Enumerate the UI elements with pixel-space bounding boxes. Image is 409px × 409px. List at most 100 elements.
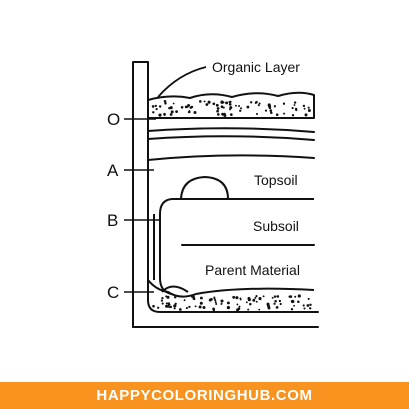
dome <box>180 176 229 200</box>
stipple-dot <box>173 307 176 310</box>
stipple-dot <box>228 100 231 104</box>
organic-layer-dots <box>151 100 311 118</box>
stipple-dot <box>297 294 301 298</box>
stipple-dot <box>258 102 261 105</box>
stipple-dot <box>270 111 273 114</box>
stipple-dot <box>268 106 272 110</box>
stipple-dot <box>214 299 217 302</box>
layer-boundaries <box>147 127 315 246</box>
stipple-dot <box>212 308 216 312</box>
stipple-dot <box>220 100 224 104</box>
stipple-dot <box>255 295 258 298</box>
stipple-dot <box>274 300 277 303</box>
layer-labels: Topsoil Subsoil Parent Material <box>205 172 300 278</box>
stipple-dot <box>247 298 251 302</box>
parent-material-dots <box>152 294 312 312</box>
horizon-markers <box>124 118 160 293</box>
a-horizon-line <box>147 135 315 141</box>
stipple-dot <box>225 101 229 105</box>
stipple-dot <box>234 104 237 107</box>
stipple-dot <box>250 101 253 104</box>
stipple-dot <box>180 106 184 109</box>
stipple-dot <box>258 297 262 301</box>
stipple-dot <box>185 307 188 310</box>
stipple-dot <box>271 296 274 299</box>
organic-layer <box>147 91 315 119</box>
stipple-dot <box>232 295 236 299</box>
stipple-dot <box>187 110 191 114</box>
stipple-dot <box>307 106 310 109</box>
stipple-dot <box>279 302 282 306</box>
stipple-dot <box>303 307 306 310</box>
stipple-dot <box>255 112 259 116</box>
stipple-dot <box>221 112 225 116</box>
stipple-dot <box>307 297 310 300</box>
stipple-dot <box>215 103 219 107</box>
stipple-dot <box>220 302 223 305</box>
stipple-dot <box>273 105 277 108</box>
stipple-dot <box>216 107 220 110</box>
stipple-dot <box>293 104 296 106</box>
stipple-dot <box>166 295 170 299</box>
horizon-c-label: C <box>107 283 119 302</box>
organic-callout-line <box>157 66 207 98</box>
stipple-dot <box>297 300 300 304</box>
parent-band-outline <box>147 279 315 298</box>
horizon-b-label: B <box>107 211 118 230</box>
stipple-dot <box>247 308 250 311</box>
stipple-dot <box>214 301 217 304</box>
stipple-dot <box>303 107 306 110</box>
stipple-dot <box>178 308 182 311</box>
stipple-dot <box>194 305 197 308</box>
stipple-dot <box>235 296 239 300</box>
stipple-dot <box>282 102 286 105</box>
stipple-dot <box>237 104 241 108</box>
stipple-dot <box>278 299 282 303</box>
stipple-dot <box>198 100 202 103</box>
stipple-dot <box>188 305 191 309</box>
stipple-dot <box>158 113 162 117</box>
stipple-dot <box>273 302 276 305</box>
stipple-dot <box>239 109 242 112</box>
stipple-dot <box>158 105 162 108</box>
stipple-dot <box>216 109 219 113</box>
stipple-dot <box>262 295 265 298</box>
stipple-dot <box>273 295 277 298</box>
stipple-dot <box>155 108 158 111</box>
topsoil-label: Topsoil <box>254 172 298 188</box>
stipple-dot <box>226 301 230 305</box>
subsoil-label: Subsoil <box>253 218 299 234</box>
profile-post <box>132 61 319 328</box>
stipple-dot <box>165 304 168 308</box>
stipple-dot <box>199 301 203 305</box>
parent-pebble <box>161 285 189 293</box>
parent-material-band <box>147 279 315 312</box>
site-url-text[interactable]: HAPPYCOLORINGHUB.COM <box>96 387 313 404</box>
stipple-dot <box>267 306 271 310</box>
subsoil-outline <box>159 198 314 295</box>
stipple-dot <box>245 301 248 304</box>
stipple-dot <box>199 296 203 300</box>
stipple-dot <box>229 113 233 116</box>
stipple-dot <box>186 105 189 108</box>
stipple-dot <box>217 113 220 116</box>
stipple-dot <box>309 303 312 307</box>
stipple-dot <box>255 300 258 303</box>
stipple-dot <box>290 307 294 311</box>
stipple-dot <box>264 109 268 112</box>
stipple-dot <box>192 297 196 301</box>
stipple-dot <box>276 295 280 298</box>
stipple-dot <box>252 298 256 302</box>
stipple-dot <box>175 110 178 113</box>
stipple-dot <box>249 302 252 306</box>
profile-frame <box>132 61 319 328</box>
horizon-o-label: O <box>107 110 120 129</box>
stipple-dot <box>238 305 241 308</box>
stipple-dot <box>306 304 310 307</box>
stipple-dot <box>213 297 216 300</box>
stipple-dot <box>291 107 294 110</box>
stipple-dot <box>226 306 230 310</box>
stipple-dot <box>205 103 209 106</box>
stipple-dot <box>229 106 233 110</box>
organic-layer-outline <box>147 91 315 119</box>
